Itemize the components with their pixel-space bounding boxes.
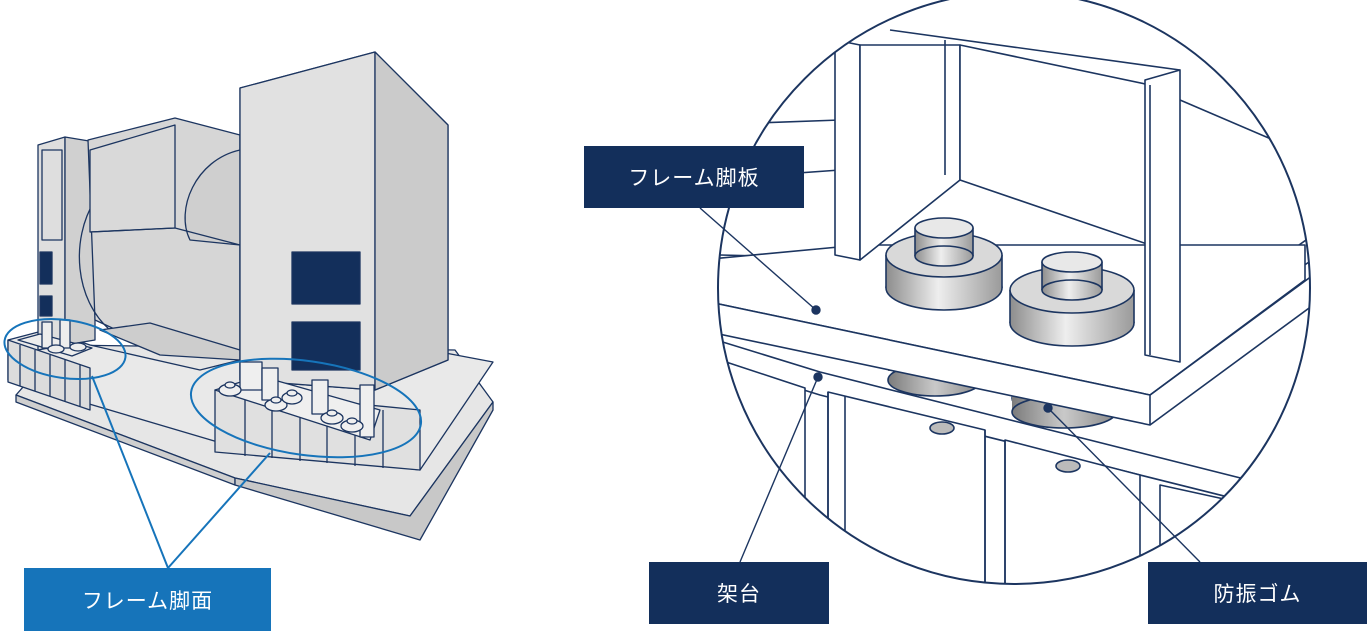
stand-top-face: [718, 334, 1310, 521]
zoom-circle-outline: [717, 0, 1311, 585]
pointer-line-front: [167, 452, 271, 569]
label-stand: 架台: [649, 562, 829, 624]
leader-rubber: [1047, 407, 1201, 563]
frame-members: [834, 29, 1181, 363]
rear-foot: [17, 319, 93, 357]
rubber-mounts: [885, 217, 1135, 347]
leader-plate: [699, 207, 817, 311]
front-window-top: [291, 251, 361, 305]
front-foot: [214, 361, 381, 441]
machine-illustration: [7, 51, 494, 541]
highlight-marks: [3, 318, 423, 569]
pointer-line-rear: [91, 375, 169, 569]
label-frame-foot-face: フレーム脚面: [24, 568, 271, 631]
highlight-ellipse-rear: [3, 318, 127, 380]
zoom-detail: [717, 0, 1311, 585]
leader-stand: [739, 376, 819, 563]
label-frame-foot-plate: フレーム脚板: [584, 146, 804, 208]
leader-lines: [699, 207, 1201, 563]
label-vibration-rubber: 防振ゴム: [1148, 562, 1367, 624]
highlight-ellipse-front: [189, 357, 423, 459]
front-window-bottom: [291, 321, 361, 371]
